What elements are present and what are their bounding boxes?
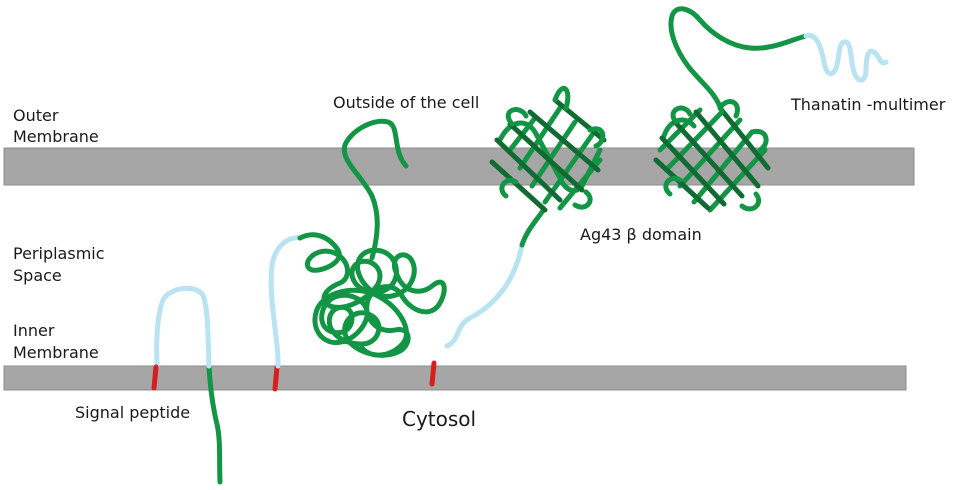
- stage4-ag43-thanatin-fusion: [653, 6, 889, 213]
- stage3-signal-peptide: [429, 360, 437, 387]
- thanatin-multimer-label: Thanatin -multimer: [790, 95, 946, 114]
- stage2-signal-peptide: [272, 364, 280, 392]
- ag43-domain-label: Ag43 β domain: [580, 225, 702, 244]
- stage2-linker: [268, 235, 303, 369]
- periplasmic-space-label-line2: Space: [13, 266, 62, 285]
- inner-membrane-label-line2: Membrane: [13, 343, 99, 362]
- stage3-barrel-loops: [499, 85, 606, 210]
- outside-of-cell-label: Outside of the cell: [333, 93, 479, 112]
- signal-peptide-label: Signal peptide: [75, 403, 190, 422]
- outer-membrane-label-line1: Outer: [13, 106, 59, 125]
- stage3-linker: [444, 242, 525, 349]
- stage2-extended-strand: [341, 118, 409, 261]
- stage1-preprotein: [151, 285, 223, 485]
- stage4-barrel-strands-b: [653, 105, 771, 211]
- thanatin-multimer-chain: [803, 33, 889, 83]
- cytosol-label: Cytosol: [402, 407, 476, 431]
- stage2-passenger-domain: [297, 232, 447, 358]
- stage2-folded-protein: [268, 118, 447, 392]
- periplasmic-space-label-line1: Periplasmic: [13, 244, 105, 263]
- stage3-barrel-strands-b: [489, 97, 607, 213]
- outer-membrane-label-line2: Membrane: [13, 127, 99, 146]
- stage3-tether: [519, 209, 545, 248]
- stage1-cytosolic-tail: [206, 363, 223, 485]
- stage4-extracellular-linker: [668, 6, 809, 115]
- stage1-signal-peptide: [151, 364, 159, 391]
- stage4-barrel-loops: [663, 99, 769, 212]
- outer-membrane: [3, 147, 915, 186]
- inner-membrane: [3, 365, 907, 391]
- stage1-linker: [154, 285, 212, 369]
- stage3-ag43-beta-barrel: [429, 85, 607, 387]
- inner-membrane-label-line1: Inner: [13, 321, 55, 340]
